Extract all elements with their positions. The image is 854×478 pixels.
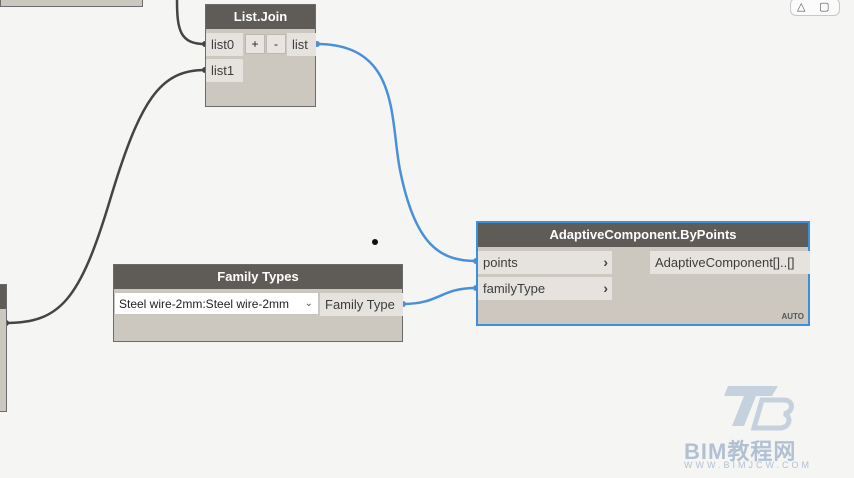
- cursor-dot: [372, 239, 378, 245]
- watermark-logo-icon: [724, 386, 794, 431]
- node-stub-top[interactable]: [0, 0, 143, 7]
- cube-icon[interactable]: ▢: [819, 1, 830, 13]
- chevron-right-icon: ›: [603, 280, 608, 296]
- node-stub-left[interactable]: [0, 284, 7, 412]
- port-label: points: [483, 255, 518, 270]
- wire-top-to-list0: [175, 0, 206, 46]
- chevron-right-icon: ›: [603, 254, 608, 270]
- lacing-label: AUTO: [781, 312, 804, 321]
- node-title: List.Join: [206, 5, 315, 29]
- remove-input-button[interactable]: -: [266, 34, 286, 54]
- input-port-family-type[interactable]: familyType ›: [478, 277, 612, 300]
- node-title: AdaptiveComponent.ByPoints: [478, 223, 808, 247]
- view-toggle-control[interactable]: △ ▢: [790, 0, 840, 16]
- chevron-down-icon: ⌄: [304, 298, 313, 309]
- wire-familytype-to-familytype: [402, 286, 477, 306]
- port-label: familyType: [483, 281, 546, 296]
- node-list-join[interactable]: List.Join list0 + - list list1: [205, 4, 316, 107]
- input-port-list0[interactable]: list0: [206, 33, 243, 56]
- output-port-family-type[interactable]: Family Type: [320, 293, 403, 316]
- watermark: BIM教程网 WWW.BIMJCW.COM: [684, 378, 834, 474]
- output-port-list[interactable]: list: [287, 33, 316, 56]
- input-port-list1[interactable]: list1: [206, 59, 243, 82]
- watermark-text: BIM教程网: [684, 439, 797, 464]
- output-port-adaptive-component[interactable]: AdaptiveComponent[]..[]: [650, 251, 810, 274]
- family-type-dropdown[interactable]: Steel wire-2mm:Steel wire-2mm ⌄: [114, 292, 319, 315]
- geometry-view-icon[interactable]: △: [797, 1, 806, 13]
- node-title: Family Types: [114, 265, 402, 289]
- node-adaptive-component-by-points[interactable]: AdaptiveComponent.ByPoints points › fami…: [476, 221, 810, 326]
- node-family-types[interactable]: Family Types Steel wire-2mm:Steel wire-2…: [113, 264, 403, 342]
- wire-list-to-points: [316, 42, 477, 263]
- watermark-url: WWW.BIMJCW.COM: [684, 460, 812, 470]
- dropdown-selected-value: Steel wire-2mm:Steel wire-2mm: [119, 297, 290, 311]
- input-port-points[interactable]: points ›: [478, 251, 612, 274]
- add-input-button[interactable]: +: [245, 34, 265, 54]
